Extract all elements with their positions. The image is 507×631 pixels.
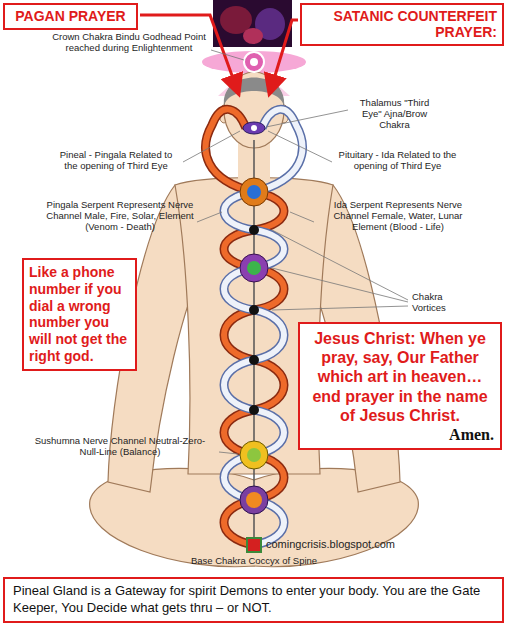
pingala-serpent-outline <box>206 109 284 545</box>
throat-chakra <box>240 178 268 206</box>
leader-line <box>290 212 314 222</box>
part-label: Crown Chakra Bindu Godhead Point reached… <box>50 32 208 54</box>
leader-line <box>268 131 332 162</box>
ida-serpent-outline <box>224 109 302 545</box>
crown-chakra-center <box>250 58 258 66</box>
scripture-box: Jesus Christ: When ye pray, say, Our Fat… <box>298 322 502 450</box>
third-eye-center <box>251 125 257 131</box>
part-label: Pituitary - Ida Related to the opening o… <box>335 150 460 172</box>
sacral-chakra-center <box>246 492 262 508</box>
box-heading: PAGAN PRAYER <box>9 8 132 24</box>
solar-chakra <box>240 441 268 469</box>
box-heading: SATANIC COUNTERFEIT PRAYER: <box>307 8 497 40</box>
ida-serpent <box>224 109 302 545</box>
part-label: Ida Serpent Represents Nerve Channel Fem… <box>318 200 478 233</box>
demon-image <box>213 0 292 47</box>
chakra-dot <box>249 225 259 235</box>
chakra-dot <box>249 355 259 365</box>
sacral-chakra <box>240 486 268 514</box>
part-label: Base Chakra Coccyx of Spine <box>170 556 338 567</box>
warning-box: Pineal Gland is a Gateway for spirit Dem… <box>3 577 504 623</box>
leader-line <box>272 306 408 310</box>
prayer-box: SATANIC COUNTERFEIT PRAYER: <box>300 3 504 46</box>
base-chakra <box>247 538 261 552</box>
part-label: Pingala Serpent Represents Nerve Channel… <box>45 200 195 233</box>
leader-line <box>272 230 408 300</box>
heart-chakra <box>240 254 268 282</box>
part-label: Pineal - Pingala Related to the opening … <box>52 150 180 172</box>
warning-text: Pineal Gland is a Gateway for spirit Dem… <box>13 583 494 617</box>
leader-line <box>211 50 244 60</box>
heart-chakra-center <box>247 261 261 275</box>
crown-chakra <box>244 52 264 72</box>
pingala-serpent <box>206 109 284 545</box>
watermark: comingcrisis.blogspot.com <box>266 538 416 551</box>
chakra-dot <box>249 305 259 315</box>
leader-line <box>272 268 408 302</box>
red-arrow <box>270 20 298 92</box>
third-eye <box>243 122 265 134</box>
part-label: Sushumna Nerve Channel Neutral-Zero-Null… <box>25 436 215 458</box>
note-box: Like a phone number if you dial a wrong … <box>22 258 137 371</box>
crown-wings <box>202 51 306 73</box>
leader-line <box>183 131 240 162</box>
demon-image-detail <box>243 28 263 44</box>
leader-line <box>197 212 222 222</box>
part-label: Thalamus "Third Eye" Ajna/Brow Chakra <box>352 98 437 131</box>
amen-text: Amen. <box>306 425 494 444</box>
solar-chakra-center <box>247 448 261 462</box>
leader-line <box>266 110 348 127</box>
scripture-text: Jesus Christ: When ye pray, say, Our Fat… <box>306 329 494 425</box>
chakra-dot <box>249 405 259 415</box>
leader-line <box>219 452 238 454</box>
part-label: Chakra Vortices <box>412 292 470 314</box>
throat-chakra-center <box>247 185 261 199</box>
prayer-box: PAGAN PRAYER <box>3 3 138 30</box>
note-text: Like a phone number if you dial a wrong … <box>29 264 130 365</box>
